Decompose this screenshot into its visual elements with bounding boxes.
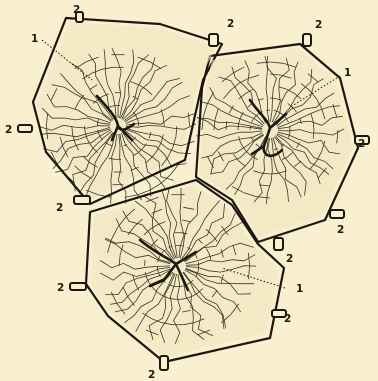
label-1-right: 1 [344,67,351,79]
label-2: 2 [315,19,322,31]
label-2: 2 [57,282,64,294]
vessel-stub [160,356,168,370]
label-2: 2 [227,18,234,30]
label-2: 2 [5,124,12,136]
vessel-stub [303,34,311,46]
cell-wall [150,183,161,190]
label-2: 2 [148,369,155,381]
vessel-stub [18,125,32,132]
label-2: 2 [337,224,344,236]
vessel-stub [274,238,283,250]
vessel-stub [209,34,218,46]
label-1-bottom: 1 [296,283,303,295]
vessel-stub [74,196,90,204]
label-2: 2 [56,202,63,214]
label-2: 2 [358,138,365,150]
vessel-stub [70,283,86,290]
label-2: 2 [73,4,80,16]
label-1-upper-left: 1 [31,33,38,45]
label-2: 2 [284,313,291,325]
vessel-stub [330,210,344,218]
label-2: 2 [286,253,293,265]
cell-wall [125,195,138,197]
